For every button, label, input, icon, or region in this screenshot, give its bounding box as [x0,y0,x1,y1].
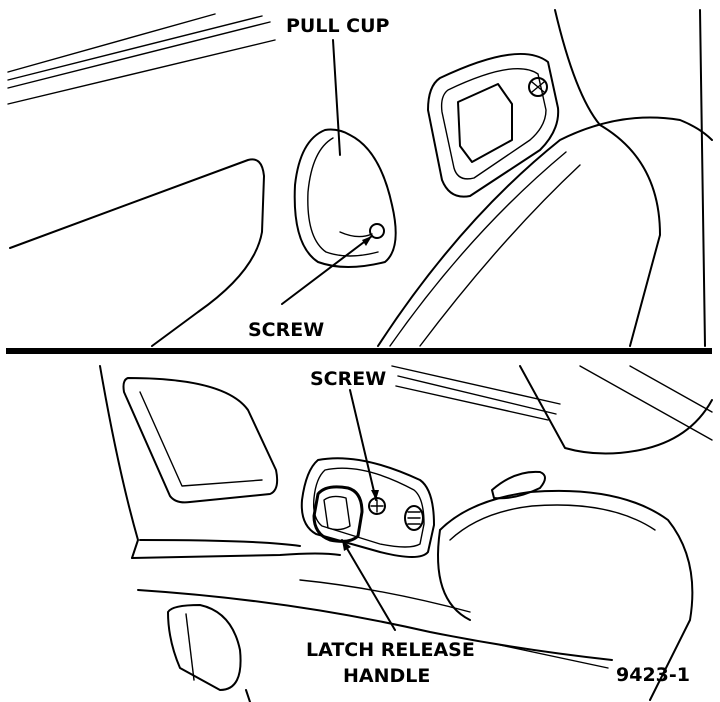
label-handle: HANDLE [343,665,430,687]
top-panel [7,9,713,347]
label-pull-cup: PULL CUP [286,15,390,37]
latch-screw [368,497,386,515]
label-screw-bottom: SCREW [310,368,386,390]
bezel-screw-top [528,77,548,97]
panel-divider [6,348,712,354]
handle-bezel-bottom [300,457,435,558]
label-latch-release: LATCH RELEASE [306,639,475,661]
bezel-clip [404,505,424,531]
label-screw-top: SCREW [248,319,324,341]
pull-cup-screw [369,223,385,239]
courtesy-lamp [491,470,546,500]
bottom-panel [99,365,713,702]
handle-bezel-top [427,52,560,198]
latch-release-handle [312,485,364,543]
door-pocket [167,604,242,691]
label-figure-number: 9423-1 [616,664,690,686]
window-opening [122,377,279,504]
pull-cup-outline [293,128,397,268]
